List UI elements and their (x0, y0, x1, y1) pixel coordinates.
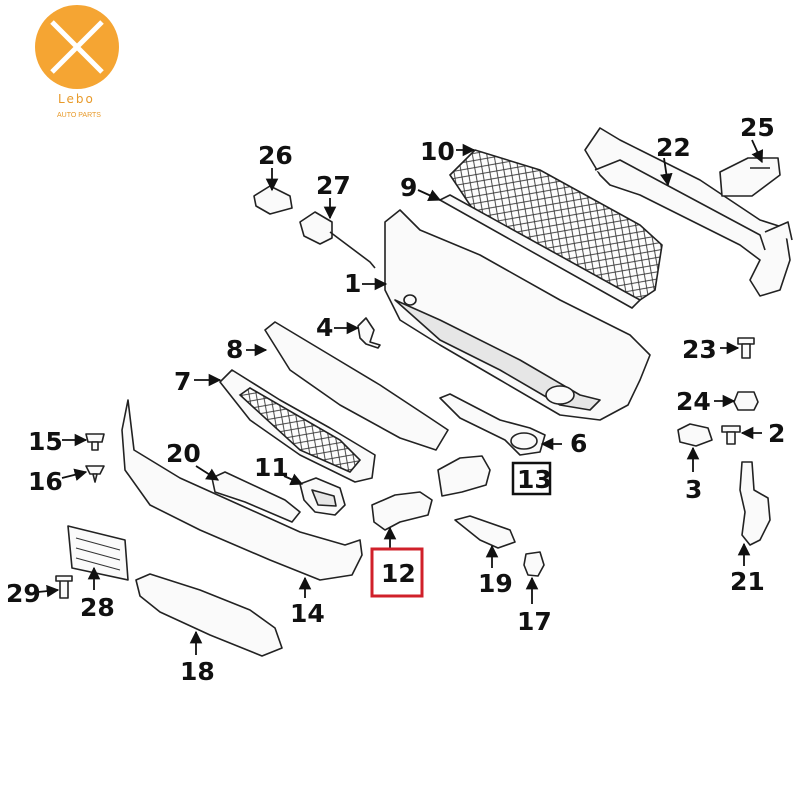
callout-29: 29 (6, 579, 41, 608)
callout-28: 28 (80, 593, 115, 622)
part-7-lower-grille (219, 369, 376, 483)
part-27-sensor (299, 211, 376, 269)
callout-19: 19 (478, 569, 513, 598)
part-18-skid-plate (135, 573, 283, 657)
part-19-bracket (454, 515, 516, 549)
logo-tagline: AUTO PARTS (57, 112, 101, 119)
part-17-fastener (523, 551, 545, 577)
callout-13: 13 (517, 465, 552, 494)
callout-12: 12 (381, 559, 416, 588)
part-23-bolt (737, 337, 755, 359)
callout-24: 24 (676, 387, 711, 416)
part-3-cap (677, 423, 713, 447)
part-25-bracket (719, 157, 781, 197)
logo-name: Lebo (58, 92, 95, 106)
part-28-license-plate-bracket (67, 525, 129, 581)
callout-2: 2 (768, 419, 785, 448)
brand-logo: Lebo AUTO PARTS (35, 5, 119, 119)
callout-21: 21 (730, 567, 765, 596)
part-22-reinforcement-bar (584, 127, 793, 297)
part-8-lower-spoiler (264, 321, 449, 451)
callout-7: 7 (174, 367, 191, 396)
callout-8: 8 (226, 335, 243, 364)
part-6-side-trim (439, 393, 546, 456)
highlight-box-12 (370, 547, 424, 598)
part-2-fastener (721, 425, 741, 445)
callout-9: 9 (400, 173, 417, 202)
part-16-clip (85, 465, 105, 483)
callout-labels: 26 27 10 9 22 25 1 4 8 7 23 24 2 6 3 15 … (6, 113, 785, 686)
callout-4: 4 (316, 313, 333, 342)
part-11-grille-insert (299, 477, 346, 516)
part-1-bumper-cover (384, 209, 651, 421)
part-26-sensor-bracket (253, 185, 293, 215)
part-24-nut (733, 391, 759, 411)
callout-27: 27 (316, 171, 351, 200)
part-20-bracket (211, 471, 301, 523)
part-14-lower-valance (121, 399, 363, 581)
part-29-screw (55, 575, 73, 599)
callout-15: 15 (28, 427, 63, 456)
callout-25: 25 (740, 113, 775, 142)
part-12-air-duct (371, 491, 433, 531)
highlight-box-13 (511, 461, 552, 496)
leader-lines (37, 139, 764, 655)
part-15-clip (85, 433, 105, 451)
callout-11: 11 (254, 453, 289, 482)
part-9-trim-strip (439, 194, 641, 309)
callout-10: 10 (420, 137, 455, 166)
callout-1: 1 (344, 269, 361, 298)
callout-22: 22 (656, 133, 691, 162)
callout-16: 16 (28, 467, 63, 496)
callout-23: 23 (682, 335, 717, 364)
callout-20: 20 (166, 439, 201, 468)
callout-17: 17 (517, 607, 552, 636)
part-13-air-duct (437, 455, 491, 497)
callout-18: 18 (180, 657, 215, 686)
part-4-clip (357, 317, 381, 349)
callout-26: 26 (258, 141, 293, 170)
callout-6: 6 (570, 429, 587, 458)
part-21-bracket (739, 461, 771, 546)
callout-14: 14 (290, 599, 325, 628)
callout-3: 3 (685, 475, 702, 504)
